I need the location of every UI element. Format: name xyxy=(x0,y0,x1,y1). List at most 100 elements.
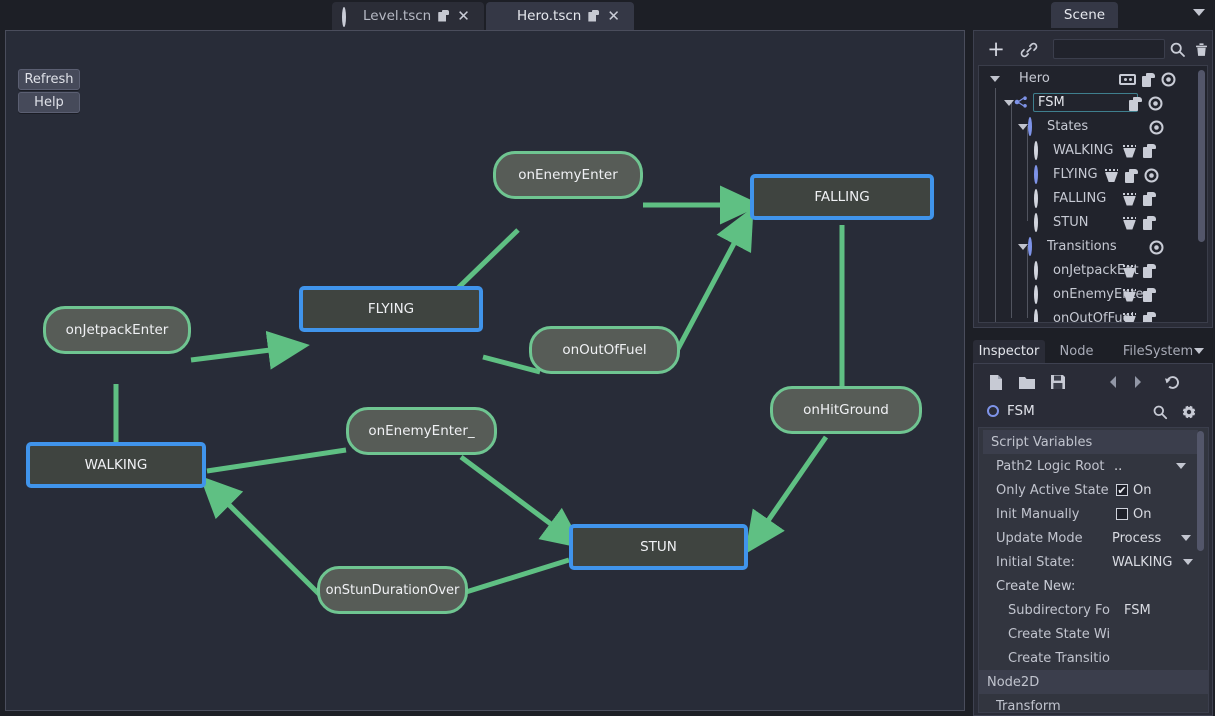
property-row-initial-state[interactable]: Initial State: WALKING xyxy=(984,550,1208,574)
chevron-down-icon[interactable] xyxy=(1003,97,1014,108)
init-manually-checkbox[interactable] xyxy=(1116,508,1128,520)
eye-icon[interactable] xyxy=(1149,240,1164,255)
animation-icon[interactable] xyxy=(1122,288,1137,302)
animation-icon[interactable] xyxy=(1122,192,1137,206)
scene-filter-input[interactable] xyxy=(1053,39,1165,59)
property-row-create-state[interactable]: Create State Wi xyxy=(984,622,1208,646)
chevron-down-icon[interactable] xyxy=(1017,121,1028,132)
dock-tab-scene[interactable]: Scene xyxy=(1051,2,1118,28)
animation-icon[interactable] xyxy=(1122,312,1137,323)
eye-icon[interactable] xyxy=(1148,96,1163,111)
property-row-only-active-state[interactable]: Only Active State ✔ On xyxy=(984,478,1208,502)
property-section-script-variables[interactable]: Script Variables xyxy=(983,430,1198,454)
gear-icon[interactable] xyxy=(1181,404,1197,424)
animation-icon[interactable] xyxy=(1104,169,1119,182)
plus-icon[interactable]: + xyxy=(987,37,1005,61)
open-resource-icon[interactable] xyxy=(1018,375,1036,394)
transition-node-onenemyenter-2[interactable]: onEnemyEnter_ xyxy=(346,407,497,455)
script-icon[interactable] xyxy=(1143,144,1156,158)
eye-icon[interactable] xyxy=(1149,120,1164,135)
editor-tab-hero[interactable]: Hero.tscn ✕ xyxy=(486,2,634,30)
transition-node-onstundurationover[interactable]: onStunDurationOver xyxy=(317,566,468,614)
node-name-input[interactable]: FSM xyxy=(1033,92,1138,112)
script-icon[interactable] xyxy=(1125,168,1138,183)
transition-node-onhitground[interactable]: onHitGround xyxy=(770,386,922,434)
script-icon[interactable] xyxy=(1143,312,1156,322)
chevron-down-icon[interactable] xyxy=(1017,241,1028,252)
tree-row-stun[interactable]: STUN xyxy=(979,210,1207,234)
back-icon[interactable] xyxy=(1107,375,1119,393)
chevron-down-icon[interactable] xyxy=(1181,535,1191,541)
chevron-down-icon[interactable] xyxy=(1176,463,1186,469)
transition-node-onjetpackenter[interactable]: onJetpackEnter xyxy=(43,306,191,354)
property-row-path2-logic-root[interactable]: Path2 Logic Root .. xyxy=(984,454,1208,478)
property-value[interactable]: WALKING xyxy=(1112,554,1173,570)
state-node-walking[interactable]: WALKING xyxy=(26,442,206,488)
save-resource-icon[interactable] xyxy=(1050,374,1066,394)
chevron-down-icon[interactable] xyxy=(989,73,1000,84)
animation-icon[interactable] xyxy=(1122,216,1137,230)
tree-row-hero[interactable]: Hero xyxy=(979,66,1201,90)
tree-row-onoutoffuel[interactable]: onOutOfFuel xyxy=(979,306,1207,323)
state-node-stun[interactable]: STUN xyxy=(569,524,748,570)
tree-row-flying[interactable]: FLYING xyxy=(979,162,1207,186)
forward-icon[interactable] xyxy=(1132,375,1144,393)
only-active-state-checkbox[interactable]: ✔ xyxy=(1116,483,1128,497)
trash-icon[interactable] xyxy=(1193,41,1210,58)
tree-row-transitions[interactable]: Transitions xyxy=(979,234,1207,258)
tab-node[interactable]: Node xyxy=(1045,340,1108,363)
tree-row-onjetpackenter[interactable]: onJetpackEnt xyxy=(979,258,1207,282)
search-icon[interactable] xyxy=(1169,41,1186,58)
signal-icon[interactable] xyxy=(1119,74,1136,85)
inspector-property-list[interactable]: Script Variables Path2 Logic Root .. Onl… xyxy=(978,427,1209,713)
property-row-init-manually[interactable]: Init Manually On xyxy=(984,502,1208,526)
tree-row-states[interactable]: States xyxy=(979,114,1207,138)
property-section-transform[interactable]: Transform xyxy=(984,694,1208,713)
state-node-label: STUN xyxy=(640,539,677,555)
property-row-create-transition[interactable]: Create Transitio xyxy=(984,646,1208,670)
scene-tree-scrollbar[interactable] xyxy=(1198,70,1205,242)
search-icon[interactable] xyxy=(1152,404,1168,424)
animation-icon[interactable] xyxy=(1122,144,1137,158)
tab-filesystem[interactable]: FileSystem xyxy=(1108,340,1208,363)
new-resource-icon[interactable] xyxy=(988,374,1004,395)
tree-row-walking[interactable]: WALKING xyxy=(979,138,1207,162)
close-icon[interactable]: ✕ xyxy=(607,6,620,25)
chevron-down-icon[interactable] xyxy=(1194,348,1204,354)
chevron-down-icon[interactable] xyxy=(1183,559,1193,565)
link-icon[interactable] xyxy=(1020,41,1038,59)
property-section-node2d[interactable]: Node2D xyxy=(979,670,1208,694)
tree-row-fsm[interactable]: FSM xyxy=(979,90,1207,114)
script-icon[interactable] xyxy=(1143,264,1156,278)
property-row-update-mode[interactable]: Update Mode Process xyxy=(984,526,1208,550)
script-icon[interactable] xyxy=(1143,192,1156,206)
tree-row-onenemyenter[interactable]: onEnemyEnte xyxy=(979,282,1207,306)
script-icon[interactable] xyxy=(1143,288,1156,302)
state-node-flying[interactable]: FLYING xyxy=(299,286,483,332)
tree-row-falling[interactable]: FALLING xyxy=(979,186,1207,210)
eye-icon[interactable] xyxy=(1161,72,1176,87)
tab-inspector[interactable]: Inspector xyxy=(973,340,1045,363)
help-button[interactable]: Help xyxy=(18,92,80,113)
property-value[interactable]: Process xyxy=(1112,530,1162,546)
editor-tab-level[interactable]: Level.tscn ✕ xyxy=(332,2,484,30)
chevron-down-icon[interactable] xyxy=(1193,9,1205,16)
scene-tree[interactable]: Hero FSM xyxy=(978,65,1208,323)
property-row-subdirectory[interactable]: Subdirectory Fo FSM xyxy=(984,598,1208,622)
close-icon[interactable]: ✕ xyxy=(457,6,470,25)
animation-icon[interactable] xyxy=(1122,264,1137,278)
transition-node-onoutoffuel[interactable]: onOutOfFuel xyxy=(529,326,680,374)
script-icon[interactable] xyxy=(1143,216,1156,230)
eye-icon[interactable] xyxy=(1144,168,1159,183)
state-node-falling[interactable]: FALLING xyxy=(750,174,934,220)
tree-row-label: FLYING xyxy=(1053,166,1098,182)
refresh-button[interactable]: Refresh xyxy=(18,69,80,90)
property-value[interactable]: .. xyxy=(1114,458,1123,474)
script-icon[interactable] xyxy=(1142,72,1155,87)
inspector-scrollbar[interactable] xyxy=(1197,431,1204,551)
transition-node-onenemyenter[interactable]: onEnemyEnter xyxy=(493,151,643,199)
property-value[interactable]: FSM xyxy=(1124,602,1151,618)
history-icon[interactable] xyxy=(1164,374,1181,395)
state-machine-graph-canvas[interactable]: Refresh Help FLYING FALLING WALKING STUN… xyxy=(5,30,965,711)
script-icon[interactable] xyxy=(1129,96,1142,111)
